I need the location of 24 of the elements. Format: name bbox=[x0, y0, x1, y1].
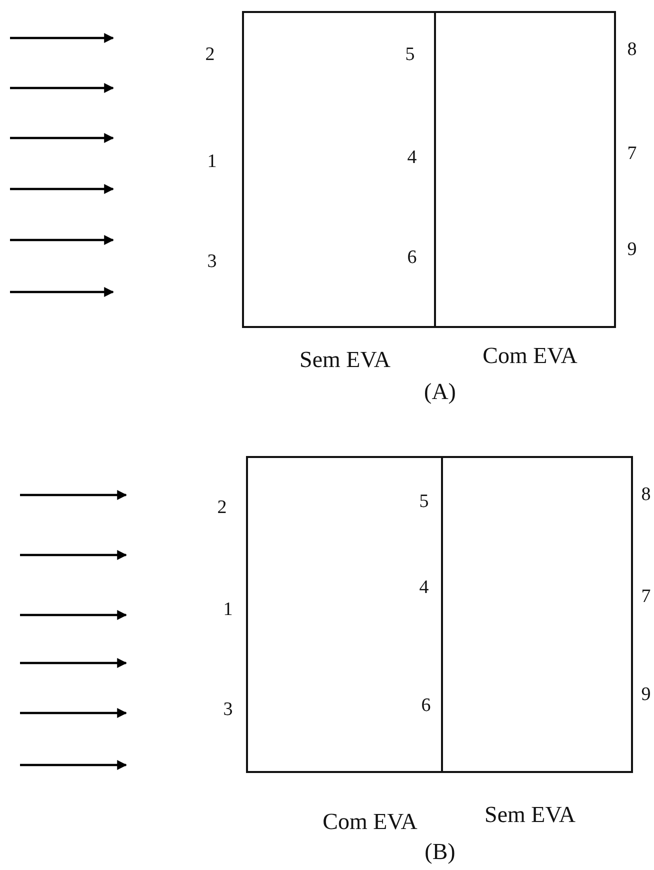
position-number: 5 bbox=[405, 44, 415, 66]
section-label: Sem EVA bbox=[300, 347, 390, 373]
position-number: 1 bbox=[207, 151, 217, 173]
position-number: 9 bbox=[627, 239, 637, 261]
position-number: 6 bbox=[421, 695, 431, 717]
position-number: 6 bbox=[407, 247, 417, 269]
position-number: 1 bbox=[223, 599, 233, 621]
position-number: 7 bbox=[641, 586, 651, 608]
position-number: 2 bbox=[205, 44, 215, 66]
panel-caption: (B) bbox=[424, 839, 456, 865]
position-number: 5 bbox=[419, 491, 429, 513]
position-number: 4 bbox=[407, 147, 417, 169]
section-label: Com EVA bbox=[322, 809, 418, 835]
position-number: 9 bbox=[641, 684, 651, 706]
position-number: 8 bbox=[627, 39, 637, 61]
position-number: 8 bbox=[641, 484, 651, 506]
section-label: Sem EVA bbox=[484, 802, 576, 828]
position-number: 3 bbox=[223, 699, 233, 721]
position-number: 3 bbox=[207, 251, 217, 273]
position-number: 2 bbox=[217, 497, 227, 519]
section-label: Com EVA bbox=[482, 343, 578, 369]
position-number: 7 bbox=[627, 143, 637, 165]
panel-caption: (A) bbox=[424, 379, 456, 405]
position-number: 4 bbox=[419, 577, 429, 599]
